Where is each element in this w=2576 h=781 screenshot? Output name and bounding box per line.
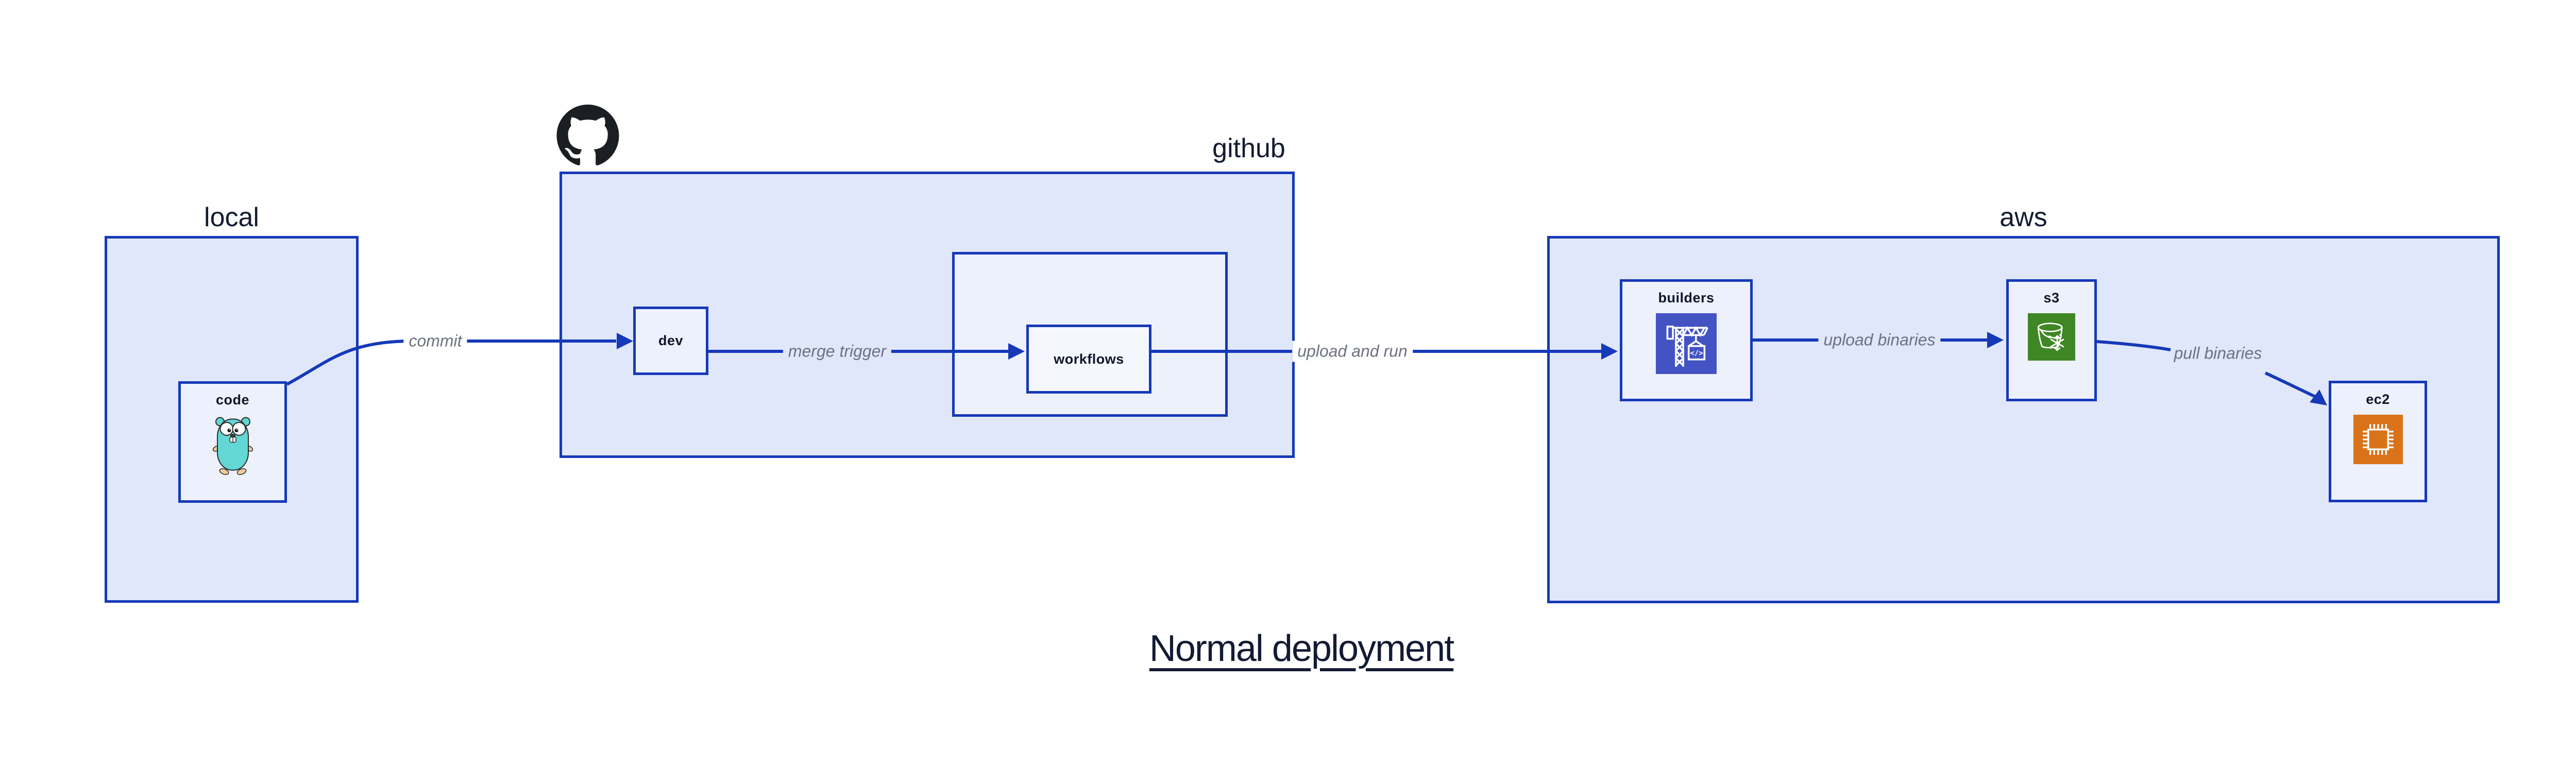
node-workflows-label: workflows [1054, 351, 1124, 367]
github-octocat-icon [556, 105, 619, 166]
node-code-label: code [215, 392, 250, 408]
node-workflows: workflows [1026, 325, 1151, 394]
go-gopher-icon [212, 417, 253, 475]
aws-s3-glacier-bucket-icon [2028, 313, 2075, 361]
edge-label-pull-binaries: pull binaries [2174, 344, 2262, 363]
node-dev-label: dev [658, 333, 684, 348]
aws-codebuild-crane-icon: </> [1656, 313, 1717, 374]
node-builders-label: builders [1658, 290, 1715, 305]
edge-label-upload-binaries: upload binaries [1818, 329, 1941, 351]
node-ec2: ec2 [2329, 381, 2427, 502]
aws-ec2-chip-icon [2353, 415, 2403, 464]
edge-label-commit: commit [403, 330, 467, 352]
aws-container-label: aws [1999, 202, 2047, 232]
node-code: code [178, 381, 287, 503]
node-builders: builders </> [1620, 279, 1753, 401]
node-s3: s3 [2006, 279, 2097, 401]
node-dev: dev [633, 307, 708, 375]
github-container-label: github [1212, 133, 1285, 163]
edge-label-upload-and-run: upload and run [1292, 341, 1413, 362]
edge-label-merge-trigger: merge trigger [783, 341, 892, 362]
node-s3-label: s3 [2043, 290, 2060, 305]
svg-text:</>: </> [1690, 349, 1703, 358]
node-ec2-label: ec2 [2366, 392, 2390, 407]
snowflake-icon [2050, 335, 2064, 351]
diagram-title: Normal deployment [1149, 628, 1454, 669]
local-container-label: local [204, 202, 259, 232]
